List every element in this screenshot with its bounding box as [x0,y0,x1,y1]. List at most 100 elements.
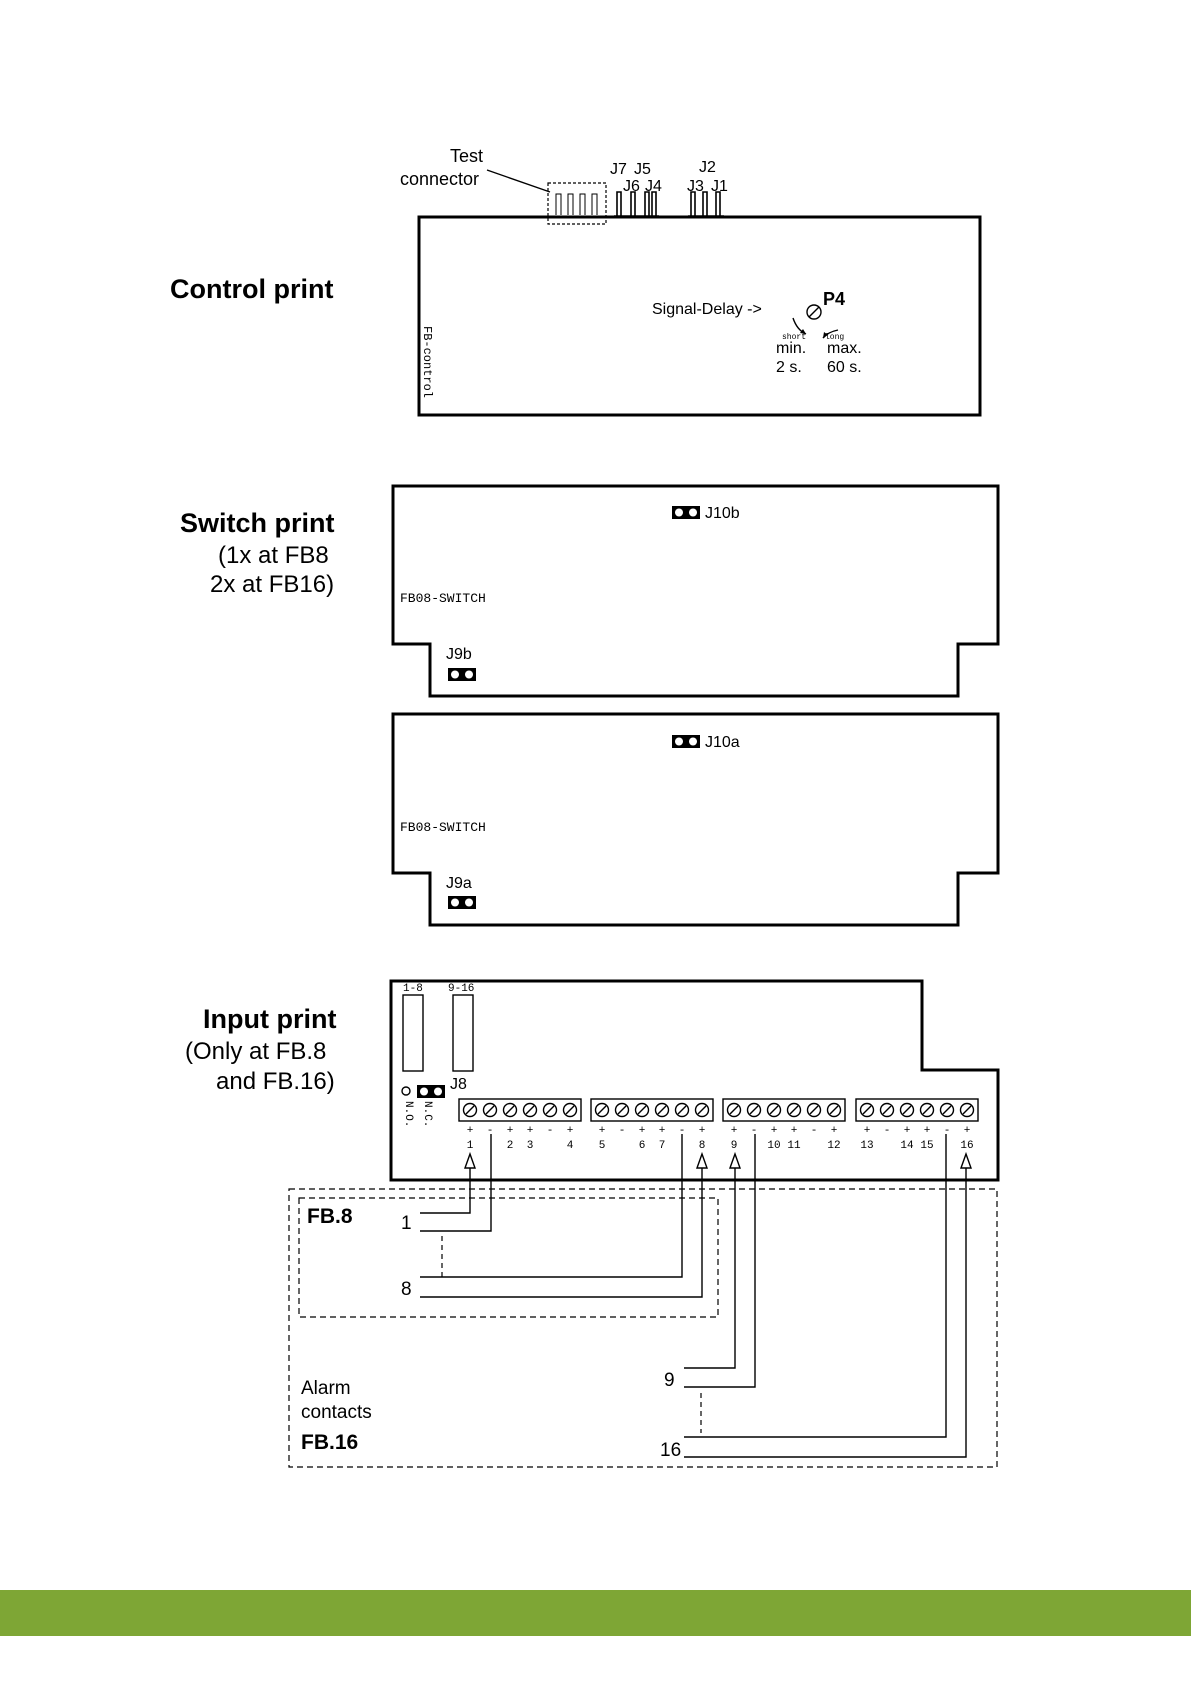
contact-1-label: 1 [401,1213,412,1234]
input-print-sub1: (Only at FB.8 [185,1038,326,1065]
terminal-screw-icon [694,1102,710,1118]
terminal-screw-slot [637,1105,647,1115]
terminal-screw-slot [677,1105,687,1115]
wire-contact-1-minus [420,1134,492,1232]
terminal-number-label: 16 [960,1140,973,1152]
switch-board-2-outline [391,712,1000,927]
terminal-screw-slot [697,1105,707,1115]
terminal-polarity-label: + [699,1125,706,1137]
terminal-screw-icon [522,1102,538,1118]
control-board-name: FB-control [420,326,434,398]
jumper-j6-label: J6 [623,178,640,195]
jumper-j9a-icon [448,896,476,909]
terminal-polarity-label: - [811,1125,818,1137]
alarm-label-2: contacts [301,1402,372,1423]
terminal-polarity-label: + [567,1125,574,1137]
wiring-section: FB.8 Alarm contacts FB.16 1 8 9 16 [288,1134,998,1468]
terminal-number-label: 5 [599,1140,606,1152]
jumper-j9b-label: J9b [446,646,472,663]
terminal-screw-slot [617,1105,627,1115]
terminal-screw-slot [485,1105,495,1115]
terminal-screw-slot [862,1105,872,1115]
wire-contact-1-plus [420,1168,471,1214]
wire-contact-8-plus [420,1168,703,1298]
terminal-polarity-label: - [679,1125,686,1137]
arrow-icon-8 [696,1151,708,1169]
terminal-polarity-label: + [964,1125,971,1137]
terminal-number-label: 14 [900,1140,914,1152]
potentiometer-label: P4 [823,289,845,309]
potentiometer-p4 [806,304,822,320]
wire-contact-9-minus [684,1134,756,1388]
terminal-polarity-label: + [731,1125,738,1137]
terminal-screw-icon [766,1102,782,1118]
jumper-j8-open-pin [401,1086,411,1096]
terminal-screw-icon [482,1102,498,1118]
terminal-screw-icon [654,1102,670,1118]
arrow-icon-16 [960,1151,972,1169]
terminal-screw-slot [942,1105,952,1115]
switch-board-1-name: FB08-SWITCH [400,591,486,606]
control-print-heading: Control print [170,274,333,304]
terminal-polarity-label: + [924,1125,931,1137]
jumper-j10b-icon [672,506,700,519]
terminal-screw-slot [657,1105,667,1115]
terminal-polarity-label: - [619,1125,626,1137]
test-leader-line [486,169,551,193]
jumper-headers-j1-j3 [688,191,724,217]
terminal-number-label: 9 [731,1140,738,1152]
terminal-screw-slot [829,1105,839,1115]
terminal-polarity-label: + [791,1125,798,1137]
jumper-j8-icon [417,1085,445,1098]
contact-16-label: 16 [660,1440,681,1461]
min-value: 2 s. [776,359,802,376]
terminal-screw-icon [786,1102,802,1118]
terminal-polarity-label: + [599,1125,606,1137]
terminal-screw-icon [542,1102,558,1118]
terminal-polarity-label: - [487,1125,494,1137]
terminal-polarity-label: - [751,1125,758,1137]
jumper-j2-label: J2 [699,159,716,176]
jumper-j1-label: J1 [711,178,728,195]
terminal-screw-icon [634,1102,650,1118]
wire-contact-8-minus [420,1134,683,1278]
terminal-polarity-label: + [831,1125,838,1137]
fb16-label: FB.16 [301,1431,358,1454]
terminal-number-label: 8 [699,1140,706,1152]
jumper-j5-label: J5 [634,161,651,178]
terminal-screw-slot [902,1105,912,1115]
terminal-screw-icon [959,1102,975,1118]
terminal-screw-slot [749,1105,759,1115]
terminal-polarity-label: + [639,1125,646,1137]
terminal-polarity-label: + [527,1125,534,1137]
terminal-screw-slot [465,1105,475,1115]
terminal-screw-icon [502,1102,518,1118]
jumper-j3-label: J3 [687,178,704,195]
terminal-screw-slot [962,1105,972,1115]
terminal-number-label: 3 [527,1140,534,1152]
terminal-screw-slot [525,1105,535,1115]
jumper-j9a-label: J9a [446,875,472,892]
contact-9-label: 9 [664,1370,675,1391]
terminal-block-3 [722,1098,846,1122]
test-label-1: Test [450,146,483,166]
terminal-screw-slot [565,1105,575,1115]
terminal-number-label: 4 [567,1140,574,1152]
test-connector-pins [555,193,598,215]
switch-board-1-outline [391,484,1000,698]
fb8-label: FB.8 [307,1205,353,1228]
test-label-2: connector [400,169,479,189]
signal-delay-label: Signal-Delay -> [652,301,762,318]
switch-print-section: Switch print (1x at FB8 2x at FB16) J10b… [180,484,1000,927]
dip-switch-1-label: 1-8 [403,983,423,995]
jumper-j10a-icon [672,735,700,748]
terminal-number-label: 12 [827,1140,840,1152]
terminal-screw-icon [594,1102,610,1118]
terminal-screw-icon [614,1102,630,1118]
terminal-number-label: 10 [767,1140,780,1152]
control-print-section: Control print Test connector J7 J5 J6 J4… [170,146,982,417]
dip-switch-1 [402,994,424,1072]
dip-switch-2-label: 9-16 [448,983,474,995]
jumper-j9b-icon [448,668,476,681]
terminal-screw-slot [729,1105,739,1115]
